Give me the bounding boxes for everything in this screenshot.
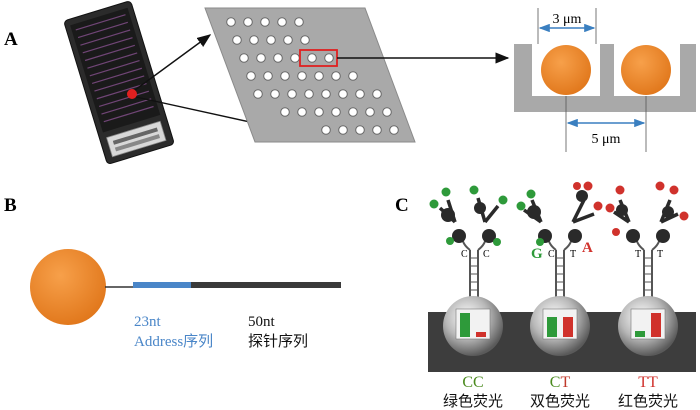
probe-segment [191, 282, 341, 288]
probe-length-label: 50nt [248, 314, 276, 330]
address-name-label: Address序列 [134, 333, 213, 350]
genotype-ct-t: T [560, 374, 570, 391]
address-length-label: 23nt [134, 314, 162, 330]
genotype-ct-text: CT [550, 374, 571, 391]
unit-cc [429, 185, 508, 356]
bead-2 [621, 45, 671, 95]
cc-base-right: C [483, 249, 490, 260]
ct-base-t: T [570, 249, 576, 260]
ct-base-c: C [548, 249, 555, 260]
tt-base-left: T [635, 249, 641, 260]
ct-base-a: A [582, 240, 593, 256]
genotype-ct: CT [550, 374, 571, 391]
caption-green: 绿色荧光 [443, 392, 503, 410]
panel-c-label: C [395, 195, 409, 216]
chip-location-marker [127, 89, 137, 99]
tt-base-right: T [657, 249, 663, 260]
unit-ct [516, 181, 603, 356]
caption-red: 红色荧光 [618, 392, 678, 410]
genotype-cc: CC [462, 374, 483, 391]
panel-a-label: A [4, 29, 18, 50]
address-segment [133, 282, 191, 288]
magnified-wells [514, 44, 696, 112]
ct-base-g: G [531, 246, 543, 262]
well-plate [204, 7, 416, 143]
well-array-top-right [294, 17, 310, 45]
panel-b-label: B [4, 195, 17, 216]
dim-5um-label: 5 μm [592, 132, 621, 147]
genotype-tt: TT [638, 374, 658, 391]
unit-tt [605, 181, 689, 356]
bead-b [30, 249, 106, 325]
beadchip-slide [64, 1, 174, 165]
well-array [226, 17, 399, 135]
genotype-ct-c: C [550, 374, 561, 391]
bead-1 [541, 45, 591, 95]
arrow-chip-to-plate-top [134, 34, 212, 91]
probe-name-label: 探针序列 [248, 332, 308, 350]
dim-3um-label: 3 μm [553, 12, 582, 27]
caption-dual: 双色荧光 [530, 392, 590, 410]
cc-base-left: C [461, 249, 468, 260]
